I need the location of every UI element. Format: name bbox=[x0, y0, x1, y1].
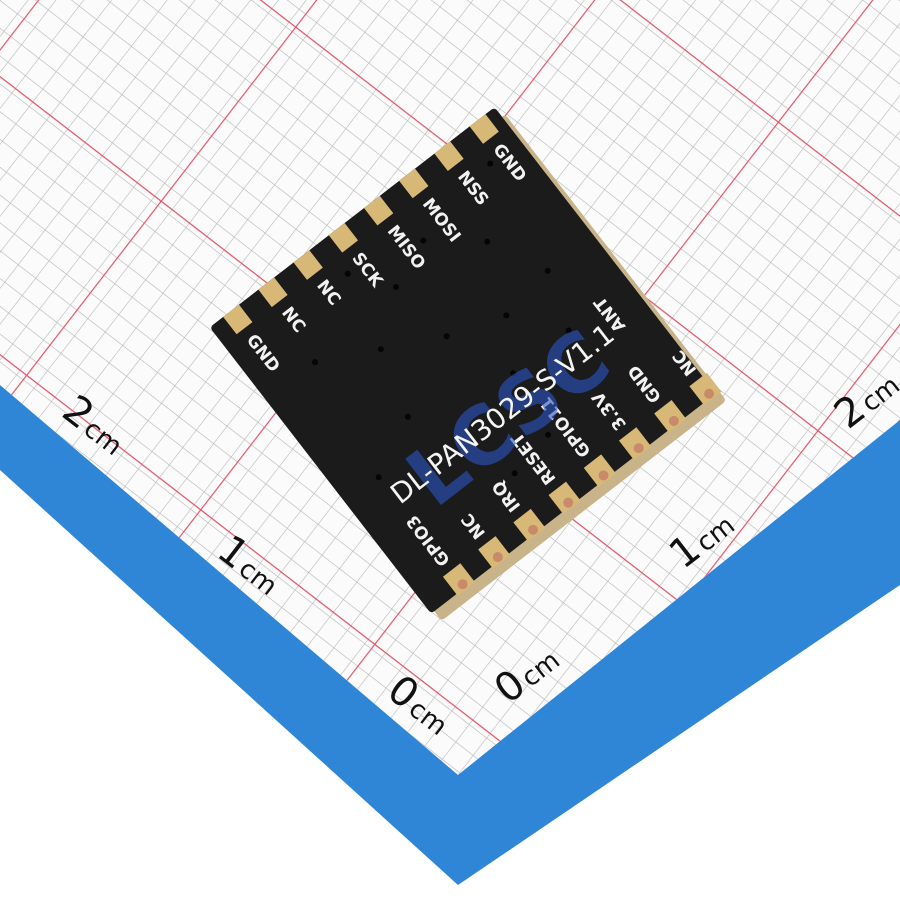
pad bbox=[223, 304, 253, 335]
castellated-hole bbox=[668, 415, 679, 426]
via bbox=[510, 370, 517, 377]
pad bbox=[548, 481, 581, 515]
via bbox=[544, 267, 551, 274]
pad bbox=[513, 508, 546, 542]
via bbox=[377, 346, 384, 353]
via bbox=[392, 283, 399, 290]
pad bbox=[363, 195, 394, 226]
via bbox=[443, 333, 450, 340]
via bbox=[511, 470, 518, 477]
pad bbox=[654, 400, 687, 433]
pad bbox=[328, 223, 359, 253]
via bbox=[420, 237, 427, 244]
castellated-hole bbox=[563, 497, 574, 508]
via bbox=[375, 474, 382, 481]
pad bbox=[583, 454, 616, 487]
via bbox=[484, 238, 491, 245]
pad bbox=[618, 427, 652, 460]
castellated-hole bbox=[457, 579, 468, 590]
via bbox=[598, 403, 605, 410]
via bbox=[545, 431, 552, 438]
castellated-hole bbox=[633, 443, 644, 454]
via bbox=[344, 270, 351, 277]
castellated-hole bbox=[492, 552, 503, 563]
pad bbox=[434, 141, 464, 172]
via bbox=[404, 413, 411, 420]
via bbox=[312, 359, 319, 366]
vias bbox=[312, 160, 605, 528]
pad bbox=[258, 277, 288, 308]
pad bbox=[399, 168, 429, 199]
via bbox=[503, 312, 510, 319]
castellated-hole bbox=[528, 524, 539, 535]
pad bbox=[293, 250, 323, 280]
pad bbox=[689, 372, 722, 406]
blue-ruler-band bbox=[0, 385, 900, 885]
pad bbox=[469, 114, 499, 144]
castellated-hole bbox=[598, 470, 609, 481]
pad bbox=[478, 536, 511, 569]
via bbox=[565, 327, 572, 334]
via bbox=[462, 521, 469, 528]
castellated-hole bbox=[704, 388, 715, 399]
via bbox=[487, 160, 494, 167]
pad bbox=[442, 563, 476, 596]
